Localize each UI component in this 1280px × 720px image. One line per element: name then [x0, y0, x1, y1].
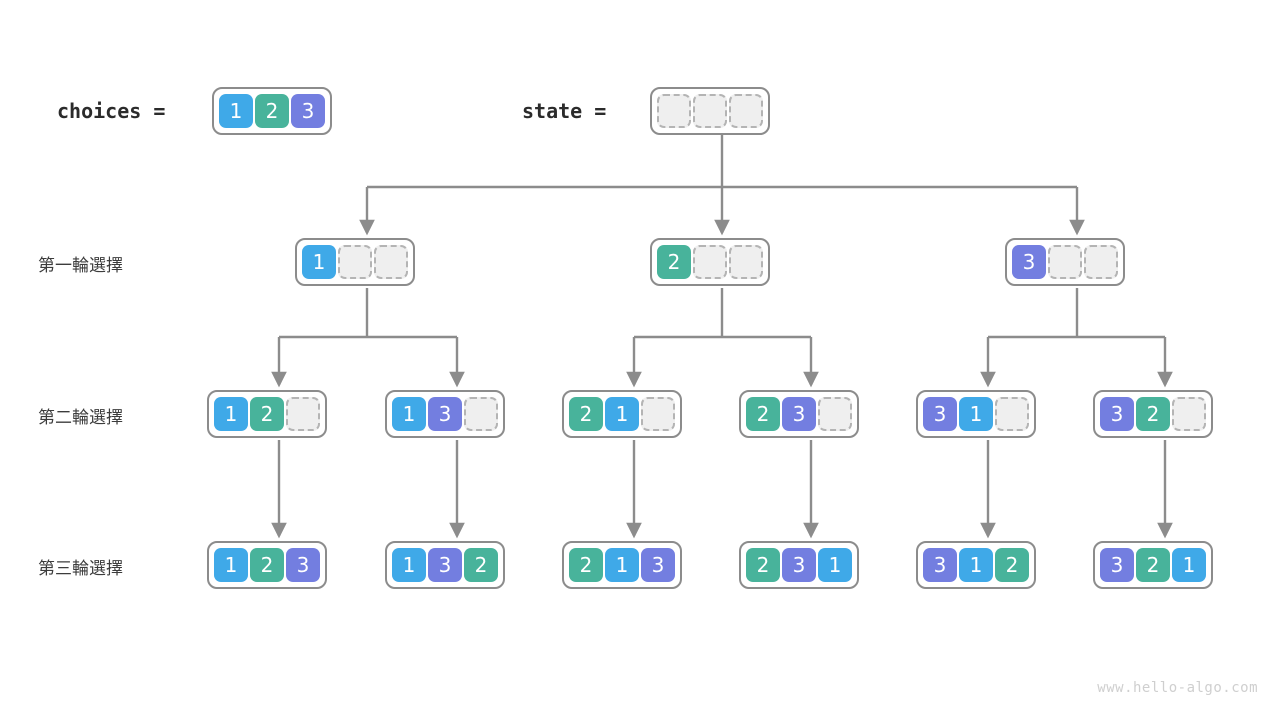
level2-node-5-cell-2: [1172, 397, 1206, 431]
level2-node-4: 3 1: [916, 390, 1036, 438]
level2-node-1-cell-1: 3: [428, 397, 462, 431]
level2-node-1-cell-0: 1: [392, 397, 426, 431]
level3-node-0-cell-1: 2: [250, 548, 284, 582]
level3-node-3: 2 3 1: [739, 541, 859, 589]
level1-node-1-cell-0: 2: [657, 245, 691, 279]
level2-node-5-cell-1: 2: [1136, 397, 1170, 431]
level1-node-0-cell-0: 1: [302, 245, 336, 279]
level3-node-2-cell-2: 3: [641, 548, 675, 582]
choices-label: choices =: [57, 99, 165, 123]
state-cell-0: [657, 94, 691, 128]
choices-cell-2: 3: [291, 94, 325, 128]
level3-node-4: 3 1 2: [916, 541, 1036, 589]
level1-node-0-cell-2: [374, 245, 408, 279]
level1-node-2-cell-0: 3: [1012, 245, 1046, 279]
level3-node-0: 1 2 3: [207, 541, 327, 589]
level1-node-1-cell-1: [693, 245, 727, 279]
level2-node-3: 2 3: [739, 390, 859, 438]
level3-node-2: 2 1 3: [562, 541, 682, 589]
level2-node-3-cell-0: 2: [746, 397, 780, 431]
level3-node-3-cell-1: 3: [782, 548, 816, 582]
level2-node-2: 2 1: [562, 390, 682, 438]
level2-node-5-cell-0: 3: [1100, 397, 1134, 431]
level2-node-0: 1 2: [207, 390, 327, 438]
choices-cell-0: 1: [219, 94, 253, 128]
level3-node-5-cell-2: 1: [1172, 548, 1206, 582]
level3-node-1-cell-0: 1: [392, 548, 426, 582]
row-label-round-2: 第二輪選擇: [38, 403, 123, 428]
state-array-root: [650, 87, 770, 135]
level3-node-4-cell-2: 2: [995, 548, 1029, 582]
level2-node-3-cell-2: [818, 397, 852, 431]
level1-node-0-cell-1: [338, 245, 372, 279]
level2-node-2-cell-1: 1: [605, 397, 639, 431]
level3-node-4-cell-0: 3: [923, 548, 957, 582]
state-cell-2: [729, 94, 763, 128]
level3-node-3-cell-0: 2: [746, 548, 780, 582]
level3-node-1-cell-1: 3: [428, 548, 462, 582]
level2-node-0-cell-1: 2: [250, 397, 284, 431]
level3-node-1-cell-2: 2: [464, 548, 498, 582]
level3-node-2-cell-1: 1: [605, 548, 639, 582]
level1-node-1: 2: [650, 238, 770, 286]
level3-node-0-cell-0: 1: [214, 548, 248, 582]
level2-node-4-cell-0: 3: [923, 397, 957, 431]
level2-node-0-cell-2: [286, 397, 320, 431]
level2-node-5: 3 2: [1093, 390, 1213, 438]
level3-node-1: 1 3 2: [385, 541, 505, 589]
level1-node-2-cell-1: [1048, 245, 1082, 279]
state-cell-1: [693, 94, 727, 128]
row-label-round-3: 第三輪選擇: [38, 554, 123, 579]
level3-node-0-cell-2: 3: [286, 548, 320, 582]
level3-node-5-cell-0: 3: [1100, 548, 1134, 582]
level2-node-4-cell-2: [995, 397, 1029, 431]
level1-node-0: 1: [295, 238, 415, 286]
level2-node-2-cell-2: [641, 397, 675, 431]
choices-array: 1 2 3: [212, 87, 332, 135]
choices-cell-1: 2: [255, 94, 289, 128]
level2-node-0-cell-0: 1: [214, 397, 248, 431]
watermark: www.hello-algo.com: [1097, 680, 1258, 696]
state-label: state =: [522, 99, 606, 123]
level3-node-5-cell-1: 2: [1136, 548, 1170, 582]
level2-node-3-cell-1: 3: [782, 397, 816, 431]
level1-node-1-cell-2: [729, 245, 763, 279]
level3-node-4-cell-1: 1: [959, 548, 993, 582]
level2-node-2-cell-0: 2: [569, 397, 603, 431]
level3-node-5: 3 2 1: [1093, 541, 1213, 589]
row-label-round-1: 第一輪選擇: [38, 251, 123, 276]
level3-node-3-cell-2: 1: [818, 548, 852, 582]
level2-node-1-cell-2: [464, 397, 498, 431]
level1-node-2: 3: [1005, 238, 1125, 286]
level3-node-2-cell-0: 2: [569, 548, 603, 582]
level2-node-4-cell-1: 1: [959, 397, 993, 431]
level2-node-1: 1 3: [385, 390, 505, 438]
level1-node-2-cell-2: [1084, 245, 1118, 279]
